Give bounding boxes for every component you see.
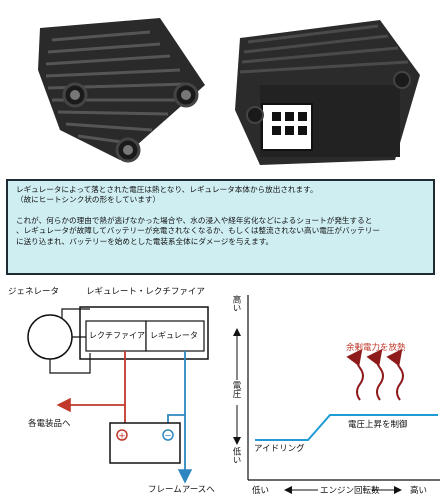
regulator-back-view xyxy=(235,20,420,165)
x-axis-high-label: 高い xyxy=(410,486,428,496)
unit-label: レギュレート・レクチファイア xyxy=(86,287,205,297)
generator-symbol xyxy=(27,314,73,360)
y-axis-low-label: 低い xyxy=(231,447,241,464)
y-axis-high-label: 高い xyxy=(231,295,241,312)
y-axis-label: 電圧 xyxy=(231,381,241,398)
explanation-box: レギュレータによって落とされた電圧は熱となり、レギュレータ本体から放出されます。… xyxy=(6,179,435,275)
battery-minus-terminal xyxy=(162,429,174,441)
limit-label: 電圧上昇を制御 xyxy=(348,420,408,430)
regulator-box xyxy=(145,320,205,352)
plus-symbol: + xyxy=(118,432,126,442)
info-line-3: これが、何らかの理由で熱が逃げなかった場合や、水の浸入や経年劣化などによるショー… xyxy=(16,215,373,225)
info-line-1: レギュレータによって落とされた電圧は熱となり、レギュレータ本体から放出されます。 xyxy=(16,185,318,194)
regulator-label: レギュレータ xyxy=(150,331,198,340)
minus-symbol: − xyxy=(164,432,172,442)
voltage-curve xyxy=(255,414,438,441)
x-axis-label: エンジン回転数 xyxy=(320,486,380,496)
info-line-2: （故にヒートシンク状の形をしています） xyxy=(16,195,161,205)
heat-icon xyxy=(346,348,404,401)
regulator-front-view xyxy=(38,18,205,163)
rectifier-box xyxy=(85,320,147,352)
info-line-4: 、レギュレータが故障してバッテリーが充電されなくなるか、もしくは整流されない高い… xyxy=(16,226,380,236)
ground-label: フレームアースへ xyxy=(148,485,215,495)
battery xyxy=(109,422,181,464)
generator-label: ジェネレータ xyxy=(8,287,60,297)
x-axis-low-label: 低い xyxy=(252,486,270,496)
product-photo xyxy=(0,0,447,178)
idle-label: アイドリング xyxy=(254,444,305,454)
battery-plus-terminal xyxy=(116,429,128,441)
accessories-label: 各電装品へ xyxy=(28,419,71,429)
regulator-rectifier-unit xyxy=(79,306,209,360)
excess-label: 余剰電力を放熱 xyxy=(346,343,406,353)
circuit-and-graph: + − ジェネレータ レギュレート・レクチファイア レクチファイア レギュレータ… xyxy=(0,285,447,500)
rectifier-label: レクチファイア xyxy=(89,331,145,340)
info-line-5: に送り込まれ、バッテリーを始めとした電装系全体にダメージを与えます。 xyxy=(16,236,274,246)
